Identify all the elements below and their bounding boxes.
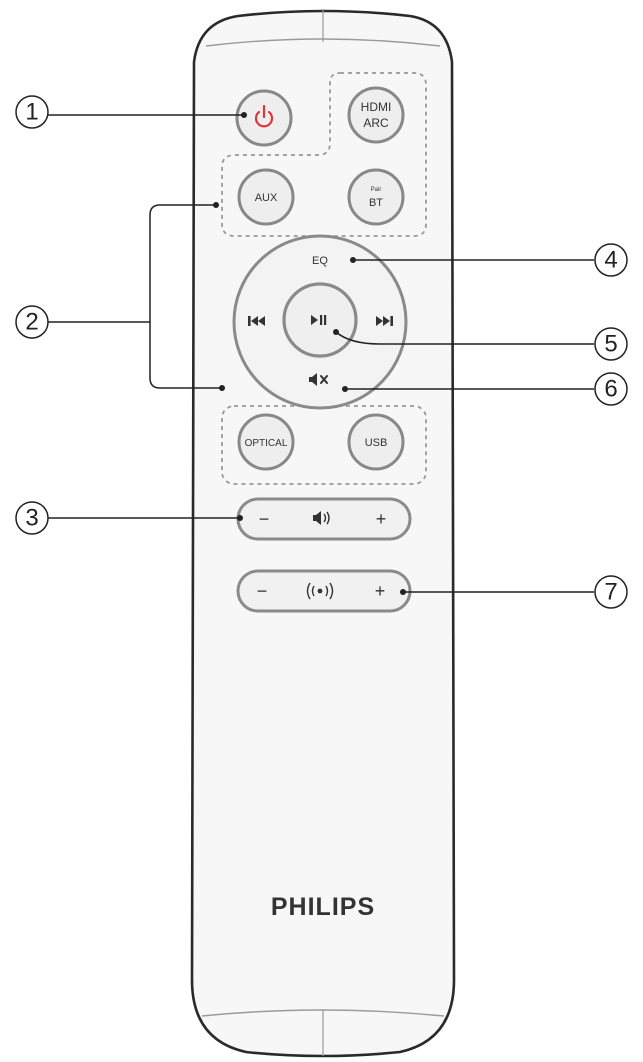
svg-text:5: 5: [604, 331, 617, 358]
usb-button[interactable]: USB: [347, 413, 405, 471]
source-buttons-dashed-group: [221, 72, 427, 237]
callout-4: 4: [594, 243, 628, 277]
volume-up-label: +: [376, 509, 387, 529]
callout-7: 7: [594, 575, 628, 609]
previous-track-button[interactable]: [240, 310, 274, 334]
pair-bt-button[interactable]: Pair BT: [347, 168, 405, 226]
svg-text:2: 2: [25, 309, 38, 336]
power-icon: [254, 104, 274, 128]
power-button[interactable]: [235, 89, 293, 147]
svg-text:6: 6: [604, 376, 617, 403]
surround-down-label: −: [257, 581, 268, 601]
play-pause-button[interactable]: [282, 282, 358, 358]
volume-rocker[interactable]: − +: [236, 497, 412, 541]
usb-label: USB: [365, 437, 388, 449]
svg-text:7: 7: [604, 579, 617, 606]
mute-button[interactable]: [304, 370, 338, 392]
svg-text:1: 1: [25, 99, 38, 126]
brand-logo: PHILIPS: [271, 893, 375, 921]
next-track-icon: [376, 316, 393, 326]
callout-3: 3: [15, 501, 49, 535]
next-track-button[interactable]: [368, 310, 402, 334]
previous-track-icon: [248, 316, 265, 326]
mute-icon: [309, 373, 328, 386]
callout-2: 2: [15, 305, 49, 339]
hdmi-label-line2: ARC: [363, 116, 389, 130]
aux-button[interactable]: AUX: [237, 168, 295, 226]
hdmi-label-line1: HDMI: [361, 100, 392, 114]
callout-6: 6: [594, 372, 628, 406]
optical-label: OPTICAL: [245, 438, 288, 449]
play-pause-icon: [311, 315, 327, 325]
pair-label: Pair: [371, 187, 382, 193]
volume-down-label: −: [259, 509, 270, 529]
surround-sound-icon: [306, 582, 334, 600]
callout-1: 1: [15, 95, 49, 129]
aux-label: AUX: [255, 192, 278, 204]
eq-button[interactable]: EQ: [300, 248, 340, 272]
optical-button[interactable]: OPTICAL: [237, 413, 295, 471]
callout-5: 5: [594, 327, 628, 361]
svg-text:4: 4: [604, 247, 617, 274]
eq-label: EQ: [312, 255, 328, 267]
callout-lines: [48, 112, 594, 595]
surround-rocker[interactable]: − +: [236, 569, 412, 613]
volume-icon: [313, 511, 330, 525]
svg-text:3: 3: [25, 505, 38, 532]
surround-up-label: +: [375, 581, 386, 601]
bt-label: BT: [369, 197, 383, 209]
hdmi-arc-button[interactable]: HDMI ARC: [347, 86, 405, 144]
